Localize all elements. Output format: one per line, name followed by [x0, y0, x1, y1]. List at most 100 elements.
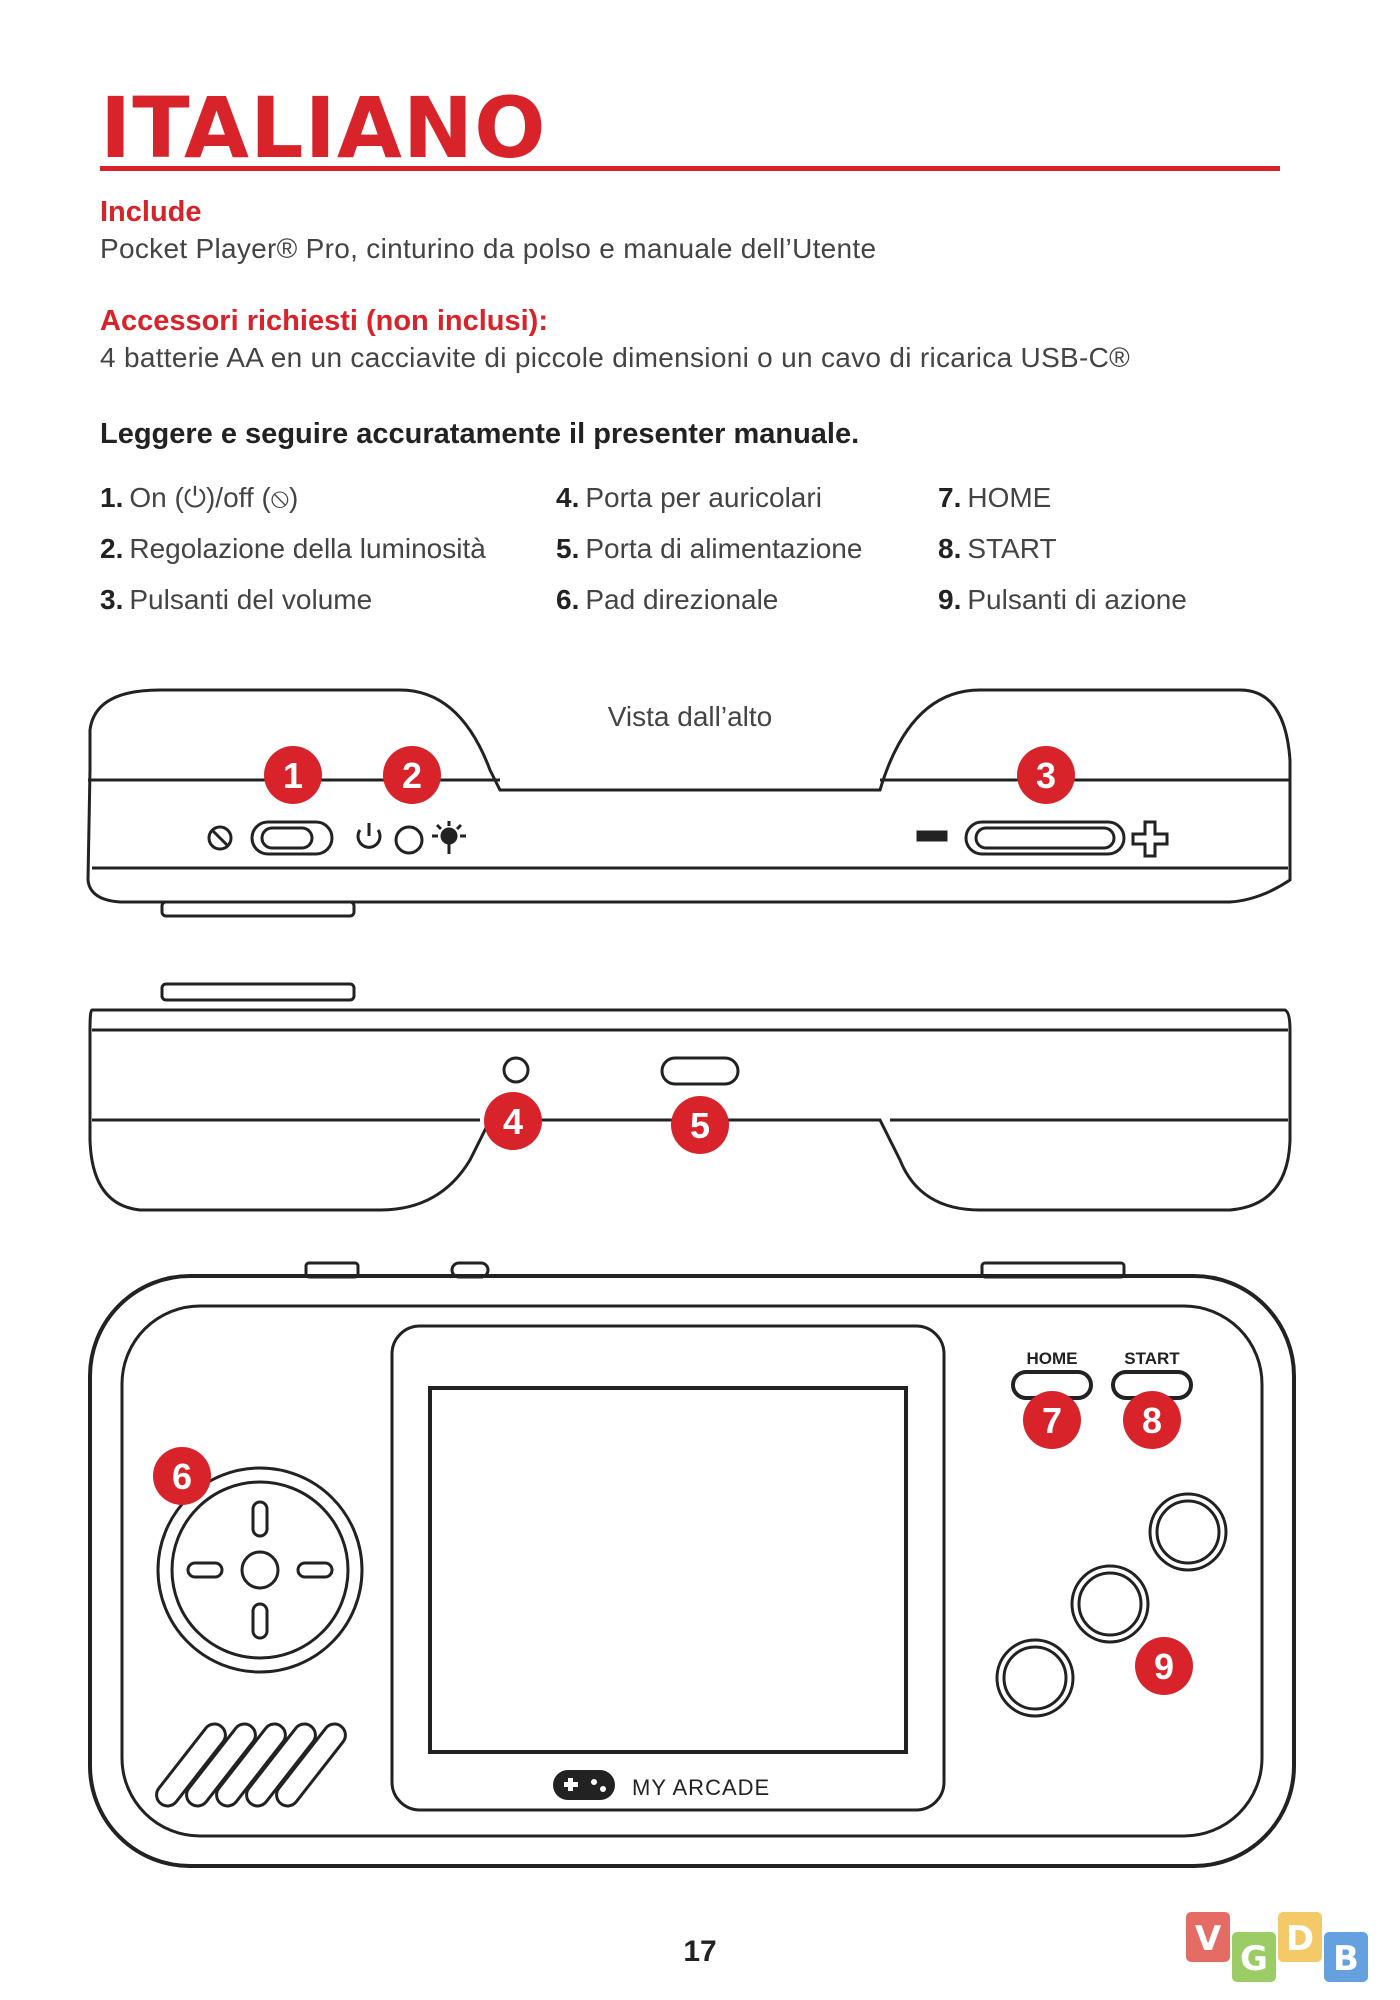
- dpad-center: [240, 1550, 280, 1590]
- list-item: 8.START: [938, 523, 1187, 574]
- top-view-foot: [160, 900, 356, 918]
- callout-8: 8: [1123, 1391, 1181, 1449]
- charging-port: [660, 1056, 740, 1086]
- item-number: 1.: [100, 482, 124, 513]
- top-view: Vista dall’alto: [86, 688, 1292, 918]
- watermark-tile: G: [1232, 1932, 1276, 1982]
- headphone-port: [502, 1056, 530, 1084]
- screen: [428, 1386, 908, 1754]
- power-switch: [250, 820, 334, 856]
- list-item: 4.Porta per auricolari: [556, 472, 862, 523]
- item-label: Porta per auricolari: [585, 482, 822, 513]
- volume-plus-icon: [1131, 820, 1169, 858]
- action-button: [995, 1638, 1075, 1718]
- accessories-heading: Accessori richiesti (non inclusi):: [100, 305, 548, 337]
- item-label: Pulsanti di azione: [967, 584, 1187, 615]
- gamepad-logo-icon: [553, 1770, 615, 1800]
- item-number: 7.: [938, 482, 962, 513]
- list-item: 9.Pulsanti di azione: [938, 574, 1187, 625]
- dpad-outer: [156, 1466, 364, 1674]
- device-bezel: [120, 1304, 1264, 1838]
- callout-5: 5: [671, 1096, 729, 1154]
- dpad-down: [251, 1602, 269, 1640]
- callout-7: 7: [1023, 1391, 1081, 1449]
- page-number: 17: [683, 1935, 717, 1968]
- page-title: ITALIANO: [100, 79, 547, 177]
- list-item: 6.Pad direzionale: [556, 574, 862, 625]
- screen-bezel: [390, 1324, 946, 1812]
- action-button: [1070, 1564, 1150, 1644]
- svg-text:V: V: [1195, 1919, 1222, 1959]
- includes-text: Pocket Player® Pro, cinturino da polso e…: [100, 233, 877, 264]
- volume-minus-icon: [916, 830, 948, 842]
- title-rule: [100, 166, 1280, 171]
- item-number: 5.: [556, 533, 580, 564]
- item-number: 8.: [938, 533, 962, 564]
- brightness-button: [394, 825, 424, 855]
- list-item: 3.Pulsanti del volume: [100, 574, 486, 625]
- dpad-up: [251, 1500, 269, 1538]
- item-number: 3.: [100, 584, 124, 615]
- accessories-text: 4 batterie AA en un cacciavite di piccol…: [100, 342, 1131, 373]
- svg-text:G: G: [1240, 1939, 1268, 1979]
- power-off-icon: [207, 825, 233, 851]
- list-item: 5.Porta di alimentazione: [556, 523, 862, 574]
- home-label: HOME: [1027, 1349, 1078, 1368]
- action-button-inner: [1077, 1571, 1143, 1637]
- watermark-tile: D: [1278, 1912, 1322, 1962]
- dpad-ring: [170, 1480, 350, 1660]
- top-view-label: Vista dall’alto: [608, 701, 772, 732]
- front-view: MY ARCADE HOME START: [88, 1261, 1296, 1868]
- item-label: Pulsanti del volume: [129, 584, 373, 615]
- watermark-logo: V G D B: [1186, 1912, 1368, 1982]
- callout-6: 6: [153, 1447, 211, 1505]
- svg-text:3: 3: [1036, 755, 1056, 796]
- svg-text:5: 5: [690, 1105, 710, 1146]
- watermark-tile: B: [1324, 1932, 1368, 1982]
- device-body: [88, 1274, 1296, 1868]
- item-label: Regolazione della luminosità: [129, 533, 486, 564]
- dpad-left: [186, 1561, 224, 1579]
- device-diagram: Vista dall’alto: [86, 688, 1296, 1868]
- svg-text:7: 7: [1042, 1400, 1062, 1441]
- item-number: 9.: [938, 584, 962, 615]
- callout-3: 3: [1017, 746, 1075, 804]
- dpad-right: [296, 1561, 334, 1579]
- parts-list-col-1: 1.On (⏻)/off (⦸) 2.Regolazione della lum…: [100, 472, 486, 625]
- item-number: 2.: [100, 533, 124, 564]
- list-item: 2.Regolazione della luminosità: [100, 523, 486, 574]
- item-label: START: [967, 533, 1057, 564]
- parts-list-col-3: 7.HOME 8.START 9.Pulsanti di azione: [938, 472, 1187, 625]
- item-label: HOME: [967, 482, 1052, 513]
- svg-text:1: 1: [283, 755, 303, 796]
- brightness-icon: [432, 821, 466, 854]
- list-item: 7.HOME: [938, 472, 1187, 523]
- item-label: Pad direzionale: [585, 584, 779, 615]
- callouts: 1 2 3 4 5 6 7 8 9: [153, 746, 1193, 1695]
- svg-text:4: 4: [503, 1101, 523, 1142]
- watermark-tile: V: [1186, 1912, 1230, 1962]
- list-item: 1.On (⏻)/off (⦸): [100, 472, 486, 523]
- bottom-view-foot: [160, 982, 356, 1002]
- action-button-inner: [1155, 1499, 1221, 1565]
- item-number: 6.: [556, 584, 580, 615]
- item-number: 4.: [556, 482, 580, 513]
- bottom-view: [88, 982, 1292, 1212]
- item-label: On (⏻)/off (⦸): [129, 482, 299, 513]
- volume-rocker: [964, 820, 1126, 856]
- svg-text:6: 6: [172, 1456, 192, 1497]
- parts-list-col-2: 4.Porta per auricolari 5.Porta di alimen…: [556, 472, 862, 625]
- action-button-inner: [1002, 1645, 1068, 1711]
- start-label: START: [1124, 1349, 1180, 1368]
- brand-name: MY ARCADE: [632, 1775, 770, 1800]
- item-label: Porta di alimentazione: [585, 533, 863, 564]
- instruction-text: Leggere e seguire accuratamente il prese…: [100, 418, 860, 450]
- power-switch-slider: [260, 826, 314, 850]
- svg-text:9: 9: [1154, 1646, 1174, 1687]
- callout-2: 2: [383, 746, 441, 804]
- speaker-grille: [155, 1722, 347, 1808]
- svg-text:2: 2: [402, 755, 422, 796]
- volume-rocker-inner: [974, 826, 1116, 850]
- callout-4: 4: [484, 1092, 542, 1150]
- top-view-outline: [86, 688, 1292, 904]
